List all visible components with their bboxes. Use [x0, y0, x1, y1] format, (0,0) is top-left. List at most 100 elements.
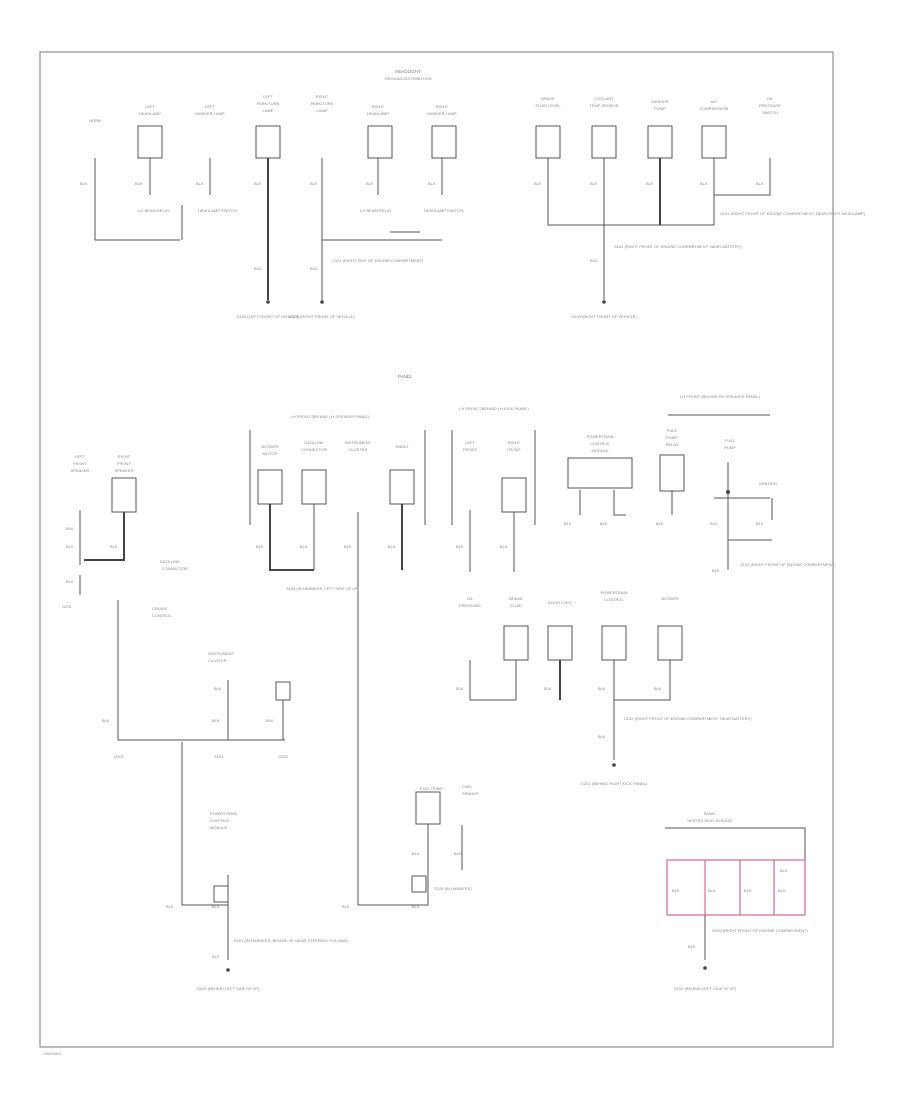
svg-text:OIL: OIL [767, 96, 774, 101]
svg-text:BLK: BLK [102, 718, 110, 723]
svg-text:BLK: BLK [590, 181, 598, 186]
svg-text:BLK: BLK [598, 734, 606, 739]
svg-text:PUMP: PUMP [724, 445, 736, 450]
svg-text:G202 (BEHIND LEFT SIDE OF I/P): G202 (BEHIND LEFT SIDE OF I/P) [674, 986, 737, 991]
svg-text:RIGHT: RIGHT [118, 454, 131, 459]
svg-text:S201: S201 [214, 754, 224, 759]
mid-left-group: LEFT FRONT SPEAKER RIGHT FRONT SPEAKER B… [62, 454, 348, 991]
svg-text:BLK: BLK [654, 686, 662, 691]
svg-text:BLK: BLK [712, 568, 720, 573]
svg-text:LO BEAM RELAY: LO BEAM RELAY [138, 208, 170, 213]
svg-text:BLK: BLK [744, 888, 752, 893]
svg-text:BLK: BLK [672, 888, 680, 893]
svg-text:BLOWER: BLOWER [661, 596, 678, 601]
svg-text:LH FRONT (BEHIND RH SPEAKER PA: LH FRONT (BEHIND RH SPEAKER PANEL) [680, 394, 760, 399]
svg-text:BLK: BLK [708, 888, 716, 893]
svg-text:POWERTRAIN: POWERTRAIN [586, 434, 613, 439]
svg-text:G203: G203 [278, 754, 289, 759]
svg-text:INSTRUMENT: INSTRUMENT [345, 440, 372, 445]
svg-text:SWITCH: SWITCH [762, 110, 778, 115]
svg-text:BLK: BLK [454, 851, 462, 856]
svg-text:LEFT: LEFT [145, 104, 155, 109]
svg-text:G103 (RIGHT FRONT OF VEHICLE): G103 (RIGHT FRONT OF VEHICLE) [571, 314, 637, 319]
svg-text:BLK: BLK [66, 526, 74, 531]
section-top-subtitle: GROUND DISTRIBUTION [384, 76, 431, 81]
svg-text:BLK: BLK [344, 544, 352, 549]
svg-text:MODULE: MODULE [210, 825, 227, 830]
svg-text:IGNITION: IGNITION [759, 481, 777, 486]
svg-text:SENDER: SENDER [462, 791, 479, 796]
left-park-turn-box [255, 125, 281, 159]
svg-text:BLK: BLK [590, 258, 598, 263]
svg-text:COMPRESSOR: COMPRESSOR [700, 106, 729, 111]
svg-text:S104 (RIGHT FRONT OF ENGINE CO: S104 (RIGHT FRONT OF ENGINE COMPARTMENT) [740, 562, 836, 567]
svg-text:BLK: BLK [366, 181, 374, 186]
svg-text:BLK: BLK [214, 686, 222, 691]
svg-text:S102 (RIGHT FRONT OF ENGINE CO: S102 (RIGHT FRONT OF ENGINE COMPARTMENT,… [614, 244, 742, 249]
svg-text:LEFT: LEFT [263, 94, 273, 99]
diagram-frame [39, 51, 834, 1048]
svg-text:PUMP: PUMP [666, 435, 678, 440]
svg-text:BLK: BLK [688, 944, 696, 949]
svg-text:PUMP: PUMP [654, 106, 666, 111]
svg-text:G201 (BEHIND RIGHT KICK PANEL): G201 (BEHIND RIGHT KICK PANEL) [581, 781, 648, 786]
footer-code: GM00001 [44, 1051, 62, 1056]
svg-text:BLK: BLK [166, 904, 174, 909]
svg-text:S101 (RIGHT FRONT OF ENGINE CO: S101 (RIGHT FRONT OF ENGINE COMPARTMENT,… [720, 211, 866, 216]
mid-center-group: LH FRONT (BEHIND LH SPEAKER PANEL) BLOWE… [249, 414, 479, 909]
svg-text:BLK: BLK [600, 521, 608, 526]
svg-text:BLK: BLK [456, 544, 464, 549]
right-marker-box [431, 125, 457, 159]
svg-text:SPEAKER: SPEAKER [115, 468, 134, 473]
svg-text:G102 (LEFT FRONT OF VEHICLE): G102 (LEFT FRONT OF VEHICLE) [237, 314, 301, 319]
svg-text:CONNECTOR: CONNECTOR [301, 447, 327, 452]
svg-text:BLK: BLK [564, 521, 572, 526]
svg-text:G201: G201 [114, 754, 125, 759]
svg-text:HEADLAMP SWITCH: HEADLAMP SWITCH [198, 208, 237, 213]
bottom-right-group: PANEL HEATED SEAT MODULE BLK BLK BLK BLK… [665, 811, 809, 991]
svg-text:BLK: BLK [212, 718, 220, 723]
svg-text:LEFT: LEFT [205, 104, 215, 109]
svg-text:TEMP SENSOR: TEMP SENSOR [589, 103, 618, 108]
svg-text:MODULE: MODULE [591, 448, 608, 453]
svg-text:CONNECTOR: CONNECTOR [162, 566, 188, 571]
svg-text:CONTROL: CONTROL [590, 441, 610, 446]
left-headlamp-box [137, 125, 163, 159]
svg-text:BLK: BLK [66, 544, 74, 549]
svg-text:RIGHT: RIGHT [372, 104, 385, 109]
svg-text:BLK: BLK [66, 579, 74, 584]
svg-text:FRONT: FRONT [507, 447, 521, 452]
svg-text:BLK: BLK [456, 686, 464, 691]
svg-text:CRUISE: CRUISE [152, 606, 167, 611]
svg-text:G202 (BEHIND LEFT SIDE OF I/P): G202 (BEHIND LEFT SIDE OF I/P) [197, 986, 260, 991]
svg-text:LAMP: LAMP [263, 108, 274, 113]
svg-text:PANEL: PANEL [704, 811, 718, 816]
svg-text:BLK: BLK [544, 686, 552, 691]
svg-text:BLK: BLK [256, 544, 264, 549]
svg-text:HEADLAMP SWITCH: HEADLAMP SWITCH [424, 208, 463, 213]
svg-text:BLK: BLK [756, 181, 764, 186]
svg-text:S102 (RIGHT FRONT OF ENGINE CO: S102 (RIGHT FRONT OF ENGINE COMPARTMENT,… [624, 716, 752, 721]
svg-text:PRESSURE: PRESSURE [759, 103, 781, 108]
svg-text:FRONT: FRONT [73, 461, 87, 466]
svg-text:BLK: BLK [756, 521, 764, 526]
svg-text:BLK: BLK [412, 851, 420, 856]
svg-text:PRESSURE: PRESSURE [459, 603, 481, 608]
svg-text:BLK: BLK [212, 954, 220, 959]
mid-right-group: LH FRONT (BEHIND RH SPEAKER PANEL) POWER… [564, 394, 836, 786]
svg-text:CLUSTER: CLUSTER [349, 447, 368, 452]
top-left-group: HORN LEFT HEADLAMP LEFT MARKER LAMP LEFT… [80, 94, 463, 319]
svg-text:S103 (IN HARNESS, LEFT SIDE OF: S103 (IN HARNESS, LEFT SIDE OF I/P) [286, 586, 359, 591]
svg-text:BLK: BLK [646, 181, 654, 186]
svg-text:BLK: BLK [412, 904, 420, 909]
svg-text:BLK: BLK [780, 868, 788, 873]
svg-text:BLK: BLK [500, 544, 508, 549]
svg-text:PARK/TURN: PARK/TURN [257, 101, 280, 106]
svg-text:BLK: BLK [342, 904, 350, 909]
section-mid-title: PANEL [398, 374, 413, 379]
svg-text:S201 (IN HARNESS, BEHIND I/P,: S201 (IN HARNESS, BEHIND I/P, NEAR STEER… [234, 938, 348, 943]
svg-text:S105 (IN HARNESS): S105 (IN HARNESS) [434, 886, 472, 891]
svg-text:BLK: BLK [266, 718, 274, 723]
svg-text:BLK: BLK [310, 266, 318, 271]
svg-text:BRAKE: BRAKE [509, 596, 523, 601]
